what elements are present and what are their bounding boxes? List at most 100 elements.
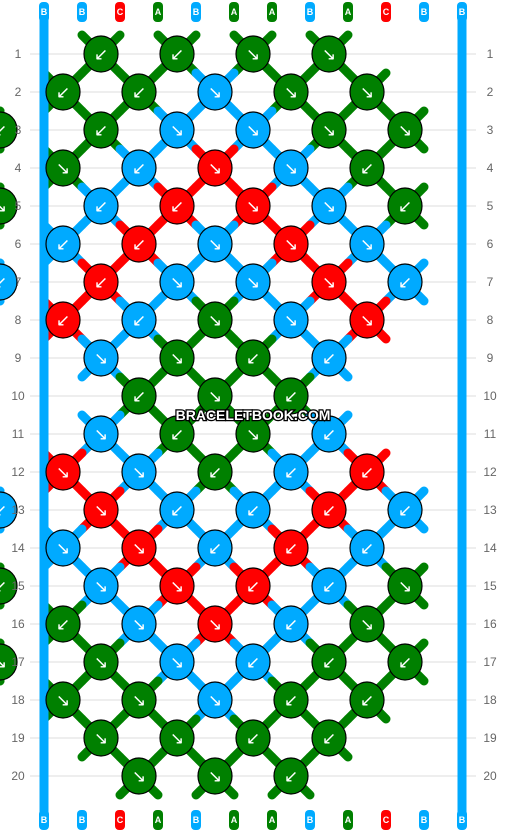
knot <box>349 225 385 263</box>
row-number-left: 4 <box>15 161 22 175</box>
row-number-right: 5 <box>487 199 494 213</box>
knot-arrow-icon: ↘ <box>0 197 7 217</box>
knot <box>235 491 271 529</box>
knot <box>159 35 195 73</box>
knot-arrow-icon: ↙ <box>0 273 7 293</box>
knot-arrow-icon: ↘ <box>360 83 374 103</box>
row-number-left: 16 <box>11 617 25 631</box>
knot-arrow-icon: ↙ <box>170 425 184 445</box>
knot <box>311 719 347 757</box>
knot-arrow-icon: ↙ <box>398 273 412 293</box>
knot <box>387 491 423 529</box>
knot <box>235 111 271 149</box>
knot-arrow-icon: ↘ <box>398 121 412 141</box>
knot <box>45 529 81 567</box>
knot <box>121 453 157 491</box>
knot <box>121 529 157 567</box>
knot <box>235 35 271 73</box>
knot-arrow-icon: ↙ <box>0 577 7 597</box>
knot-arrow-icon: ↘ <box>246 425 260 445</box>
knot-arrow-icon: ↘ <box>56 159 70 179</box>
string-label-top: B <box>421 7 428 17</box>
knot-arrow-icon: ↙ <box>246 501 260 521</box>
knot-arrow-icon: ↘ <box>94 729 108 749</box>
row-number-right: 7 <box>487 275 494 289</box>
knot <box>349 681 385 719</box>
knot <box>349 73 385 111</box>
string-label-bottom: B <box>421 815 428 825</box>
string-end-top <box>457 2 467 22</box>
knot-arrow-icon: ↙ <box>284 691 298 711</box>
knot <box>311 187 347 225</box>
string-label-bottom: B <box>41 815 48 825</box>
knot <box>349 301 385 339</box>
knot <box>387 187 423 225</box>
knot <box>349 453 385 491</box>
string-label-bottom: A <box>345 815 352 825</box>
knot <box>0 263 18 301</box>
string-end-top <box>115 2 125 22</box>
knot-arrow-icon: ↘ <box>360 615 374 635</box>
row-number-right: 16 <box>483 617 497 631</box>
knot <box>83 415 119 453</box>
knot <box>197 757 233 795</box>
knot-arrow-icon: ↙ <box>208 463 222 483</box>
knot <box>197 453 233 491</box>
knot-arrow-icon: ↙ <box>132 159 146 179</box>
knot-arrow-icon: ↘ <box>208 387 222 407</box>
knot-arrow-icon: ↙ <box>56 235 70 255</box>
string-end-top <box>343 2 353 22</box>
knot-arrow-icon: ↙ <box>360 539 374 559</box>
string-label-top: B <box>193 7 200 17</box>
string-end-top <box>39 2 49 22</box>
string-label-top: A <box>231 7 238 17</box>
knot-arrow-icon: ↘ <box>94 653 108 673</box>
string-end-bottom <box>457 810 467 830</box>
knot-arrow-icon: ↙ <box>322 501 336 521</box>
knot <box>45 73 81 111</box>
knot <box>159 187 195 225</box>
string-label-bottom: B <box>79 815 86 825</box>
string-label-bottom: A <box>155 815 162 825</box>
string-end-bottom <box>191 810 201 830</box>
knot-arrow-icon: ↘ <box>284 311 298 331</box>
knot-arrow-icon: ↙ <box>246 577 260 597</box>
row-number-left: 8 <box>15 313 22 327</box>
knot <box>159 719 195 757</box>
knot-arrow-icon: ↘ <box>170 577 184 597</box>
knot-arrow-icon: ↘ <box>246 197 260 217</box>
knot-arrow-icon: ↙ <box>132 311 146 331</box>
knot <box>45 453 81 491</box>
string-end-bottom <box>343 810 353 830</box>
row-number-left: 17 <box>11 655 25 669</box>
row-number-left: 12 <box>11 465 25 479</box>
knot-arrow-icon: ↙ <box>94 121 108 141</box>
knot <box>197 301 233 339</box>
knot-arrow-icon: ↘ <box>94 577 108 597</box>
knot-arrow-icon: ↘ <box>170 121 184 141</box>
knot <box>121 149 157 187</box>
string-label-bottom: C <box>383 815 390 825</box>
knot-arrow-icon: ↘ <box>56 691 70 711</box>
knot <box>311 491 347 529</box>
string-end-top <box>381 2 391 22</box>
knot-arrow-icon: ↘ <box>94 501 108 521</box>
knot <box>83 567 119 605</box>
knot-arrow-icon: ↘ <box>284 159 298 179</box>
knot-arrow-icon: ↘ <box>132 463 146 483</box>
string-end-top <box>191 2 201 22</box>
row-number-left: 18 <box>11 693 25 707</box>
knot <box>387 567 423 605</box>
string-end-bottom <box>77 810 87 830</box>
knot <box>197 605 233 643</box>
row-number-left: 5 <box>15 199 22 213</box>
knot <box>83 187 119 225</box>
knot-arrow-icon: ↘ <box>208 691 222 711</box>
knot-arrow-icon: ↙ <box>94 273 108 293</box>
row-number-right: 6 <box>487 237 494 251</box>
knot-arrow-icon: ↙ <box>0 121 7 141</box>
knot <box>311 339 347 377</box>
knot-arrow-icon: ↘ <box>56 463 70 483</box>
knot <box>349 529 385 567</box>
